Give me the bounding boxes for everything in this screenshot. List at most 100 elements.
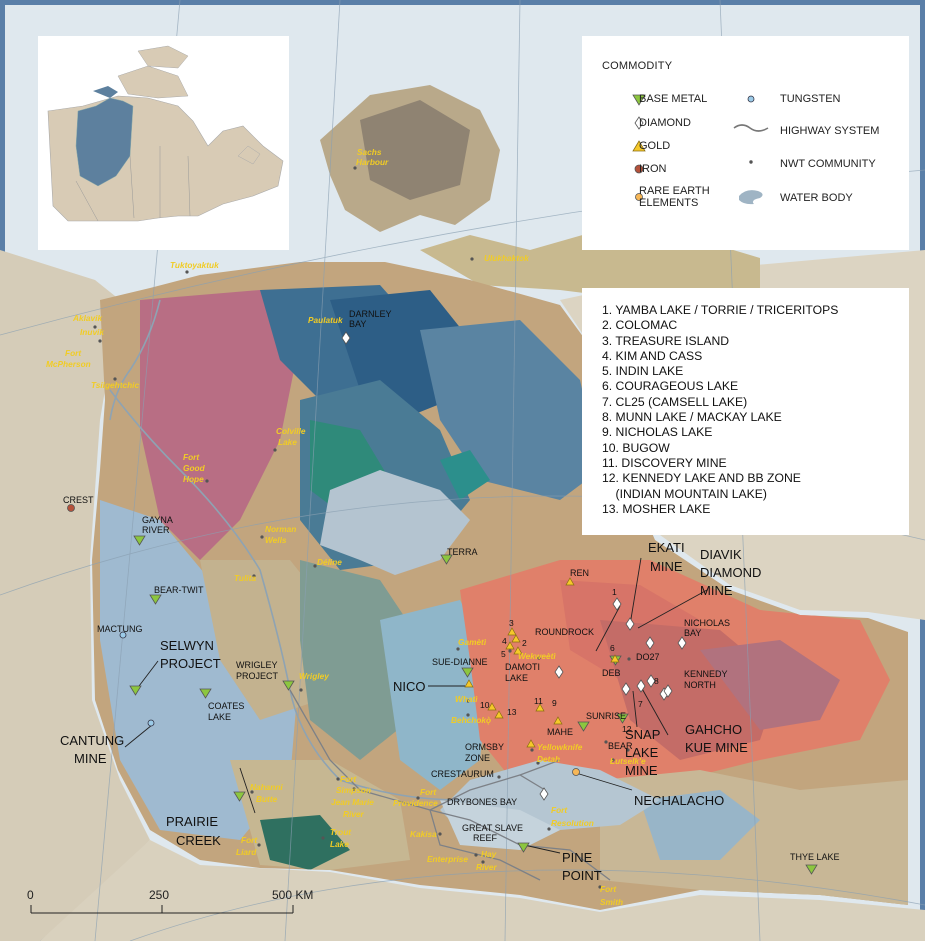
deposit-number: 4 xyxy=(502,636,507,646)
legend-base-metal: BASE METAL xyxy=(639,93,708,105)
legend-water: WATER BODY xyxy=(780,192,853,204)
site-label: SUE-DIANNE xyxy=(432,657,488,667)
deposit-item: 3. TREASURE ISLAND xyxy=(602,333,730,348)
water-icon xyxy=(739,190,763,205)
community-label: Paulatuk xyxy=(308,315,343,325)
iron-icon xyxy=(634,164,644,174)
community-label: Fort xyxy=(551,805,568,815)
mine-label: CREEK xyxy=(176,833,221,848)
deposit-number: 5 xyxy=(501,649,506,659)
community-label: Fort xyxy=(183,452,200,462)
site-label: ZONE xyxy=(465,753,490,763)
site-label: MAHE xyxy=(547,727,573,737)
deposit-number: 13 xyxy=(507,707,517,717)
deposit-item: 7. CL25 (CAMSELL LAKE) xyxy=(602,394,748,409)
site-label: NORTH xyxy=(684,680,716,690)
community-label: Fort xyxy=(600,884,617,894)
gold-icon xyxy=(632,140,646,152)
mine-label: SELWYN xyxy=(160,638,214,653)
community-label: Enterprise xyxy=(427,854,468,864)
community-label: Inuvik xyxy=(80,327,104,337)
deposit-list: 1. YAMBA LAKE / TORRIE / TRICERITOPS 2. … xyxy=(602,303,838,517)
community-label: Fort xyxy=(340,774,357,784)
mine-label: MINE xyxy=(700,583,733,598)
legend-rare-earth-line1: RARE EARTH xyxy=(639,185,710,197)
site-label: COATES xyxy=(208,701,244,711)
site-label: BEAR xyxy=(608,741,633,751)
community-label: Behchokǫ̀ xyxy=(451,715,491,725)
site-label: DRYBONES BAY xyxy=(447,797,517,807)
community-label: Hay xyxy=(481,849,497,859)
legend-highway: HIGHWAY SYSTEM xyxy=(780,125,880,137)
site-label: REN xyxy=(570,568,589,578)
tungsten-icon xyxy=(747,95,755,103)
deposit-item: 9. NICHOLAS LAKE xyxy=(602,425,713,440)
legend-tungsten: TUNGSTEN xyxy=(780,93,841,105)
mine-label: PROJECT xyxy=(160,656,221,671)
site-label: MACTUNG xyxy=(97,624,143,634)
community-label: Ulukhaktok xyxy=(484,253,529,263)
deposit-number: 3 xyxy=(509,618,514,628)
mine-label: CANTUNG xyxy=(60,733,124,748)
deposit-item: 8. MUNN LAKE / MACKAY LAKE xyxy=(602,410,782,425)
community-label: Gamètì xyxy=(458,637,487,647)
mine-label: KUE MINE xyxy=(685,740,748,755)
highway-icon xyxy=(733,124,769,132)
legend-diamond: DIAMOND xyxy=(639,117,691,129)
community-label: Yellowknife xyxy=(537,742,583,752)
site-label: BAY xyxy=(349,319,366,329)
deposit-number: 7 xyxy=(638,699,643,709)
site-label: LAKE xyxy=(505,673,528,683)
community-label: Smith xyxy=(600,897,623,907)
community-label: Tsiigehtchic xyxy=(91,380,139,390)
site-label: DARNLEY xyxy=(349,309,392,319)
community-label: McPherson xyxy=(46,359,91,369)
site-label: DEB xyxy=(602,668,621,678)
mine-label: DIAMOND xyxy=(700,565,761,580)
diamond-icon xyxy=(634,116,644,130)
deposit-item: (INDIAN MOUNTAIN LAKE) xyxy=(602,486,767,501)
community-label: Liard xyxy=(236,847,257,857)
community-label: Butte xyxy=(256,794,278,804)
deposit-number: 11 xyxy=(534,696,543,706)
community-label: Detah xyxy=(537,754,560,764)
mine-label: MINE xyxy=(625,763,658,778)
community-label: Fort xyxy=(420,787,437,797)
legend-gold: GOLD xyxy=(639,140,671,152)
community-label: Simpson xyxy=(336,785,371,795)
legend-community: NWT COMMUNITY xyxy=(780,158,876,170)
site-label: SUNRISE xyxy=(586,711,626,721)
scale-label: 250 xyxy=(149,888,169,902)
map-legend: COMMODITY BASE METAL DIAMOND GOLD IRON R… xyxy=(582,36,909,250)
site-label: DO27 xyxy=(636,652,660,662)
community-label: Tulita xyxy=(234,573,256,583)
legend-title: COMMODITY xyxy=(602,60,673,72)
scale-label: 500 KM xyxy=(272,888,313,902)
community-label: Sachs xyxy=(357,147,382,157)
deposit-number: 8 xyxy=(654,676,659,686)
legend-iron: IRON xyxy=(639,163,667,175)
deposit-item: 5. INDIN LAKE xyxy=(602,364,684,379)
community-label: Fort xyxy=(65,348,82,358)
community-label: Lake xyxy=(278,437,297,447)
deposit-item: 12. KENNEDY LAKE AND BB ZONE xyxy=(602,471,801,486)
site-label: CREST xyxy=(63,495,94,505)
site-label: GREAT SLAVE xyxy=(462,823,523,833)
community-label: River xyxy=(343,809,365,819)
community-label: Hope xyxy=(183,474,204,484)
community-label: Jean Marie xyxy=(331,797,374,807)
deposit-list-panel: 1. YAMBA LAKE / TORRIE / TRICERITOPS 2. … xyxy=(582,288,909,535)
community-label: Harbour xyxy=(356,157,389,167)
community-label: River xyxy=(476,862,498,872)
site-label: BEAR-TWIT xyxy=(154,585,204,595)
mine-label: PRAIRIE xyxy=(166,814,218,829)
deposit-item: 13. MOSHER LAKE xyxy=(602,501,711,516)
deposit-item: 1. YAMBA LAKE / TORRIE / TRICERITOPS xyxy=(602,303,839,317)
community-label: Tuktoyaktuk xyxy=(170,260,219,270)
community-icon xyxy=(749,160,753,164)
mine-label: SNAP xyxy=(625,727,660,742)
community-label: Good xyxy=(183,463,206,473)
rare-earth-icon xyxy=(635,193,643,201)
locator-inset xyxy=(38,36,289,250)
site-label: KENNEDY xyxy=(684,669,728,679)
